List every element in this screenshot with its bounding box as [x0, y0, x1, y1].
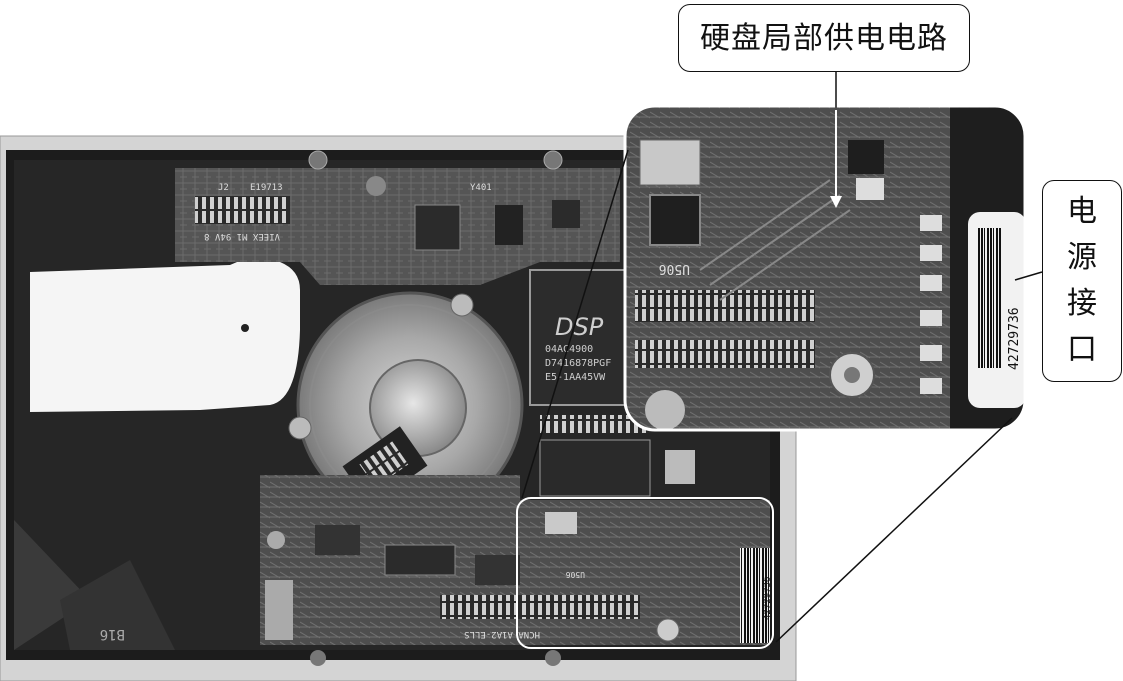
svg-text:U506: U506 — [659, 261, 690, 276]
callout-char: 接 — [1067, 286, 1097, 321]
highlight-region — [516, 497, 774, 649]
svg-text:D7416878PGF: D7416878PGF — [545, 358, 611, 369]
svg-text:E19713: E19713 — [250, 183, 283, 193]
callout-local-power-circuit: 硬盘局部供电电路 — [678, 4, 970, 72]
svg-text:E5-1AA45VW: E5-1AA45VW — [545, 372, 606, 383]
pcb-chip — [414, 204, 461, 251]
svg-text:U506: U506 — [566, 570, 585, 579]
callout-power-interface: 电 源 接 口 — [1042, 180, 1122, 382]
jumper-header — [195, 196, 290, 224]
svg-text:42729736: 42729736 — [1007, 307, 1022, 370]
callout-char: 电 — [1067, 194, 1097, 229]
svg-text:42729736: 42729736 — [763, 577, 773, 620]
svg-text:VIEEX M1 94V 8: VIEEX M1 94V 8 — [204, 231, 280, 241]
svg-text:J2: J2 — [218, 183, 229, 193]
callout-char: 源 — [1067, 240, 1097, 275]
callout-char: 口 — [1067, 332, 1097, 367]
dsp-chip — [529, 269, 631, 406]
corner-label: B16 — [100, 626, 125, 642]
arrow-icon — [830, 196, 842, 208]
white-label-area — [30, 256, 300, 412]
zoom-inset: U506 42729736 — [623, 104, 1027, 432]
svg-text:DSP: DSP — [555, 313, 604, 341]
leader-lines — [521, 72, 1043, 643]
svg-text:Y401: Y401 — [470, 183, 492, 193]
callout-label: 硬盘局部供电电路 — [700, 21, 948, 56]
svg-text:HCNA A1A2-ELLS: HCNA A1A2-ELLS — [464, 629, 540, 639]
svg-text:04AC4900: 04AC4900 — [545, 344, 593, 355]
